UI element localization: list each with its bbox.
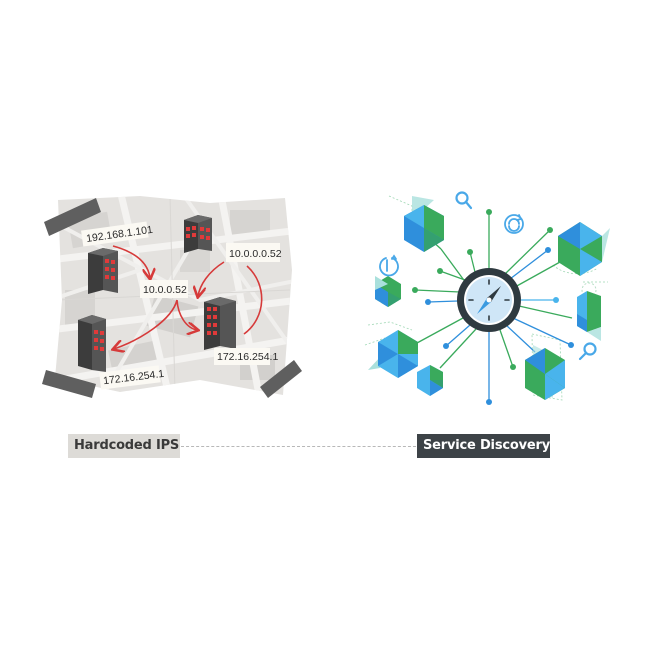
tape-bottom-left [42,370,96,398]
search-icon [455,191,473,210]
hardcoded-ips-label: Hardcoded IPS [68,434,180,458]
comparison-connector [181,446,416,447]
service-node-left-small [375,276,401,307]
service-node-bottom-left [368,330,418,378]
compass-icon [457,268,521,332]
ip-label-10-0-0-52: 10.0.0.52 [140,280,188,298]
server-icon-top-center [184,215,212,253]
sync-icon [504,214,524,234]
search-icon [578,342,597,361]
server-icon-bottom-left [78,315,106,372]
ip-label-10-0-0-0-52: 10.0.0.0.52 [226,243,282,262]
misrouted-arrows [113,245,263,349]
service-node-right-middle [577,291,601,341]
tape-top-left [44,198,101,236]
service-node-bottom-right [525,345,565,400]
timer-icon [379,254,399,277]
dashed-node [581,282,597,298]
service-discovery-label: Service Discovery [417,434,550,458]
svg-text:10.0.0.0.52: 10.0.0.0.52 [229,248,282,260]
svg-text:172.16.254.1: 172.16.254.1 [217,351,278,363]
ip-label-172-16-254-1-right: 172.16.254.1 [214,348,278,365]
service-node-top-right [558,222,610,276]
server-icon-center-right [204,297,236,350]
ip-label-172-16-254-1-left: 172.16.254.1 [99,365,165,390]
service-node-top-left [404,196,444,252]
tape-bottom-right [260,360,302,398]
svg-text:10.0.0.52: 10.0.0.52 [143,284,187,296]
service-node-bottom-small [417,365,443,396]
server-icon-top-left [88,248,118,294]
